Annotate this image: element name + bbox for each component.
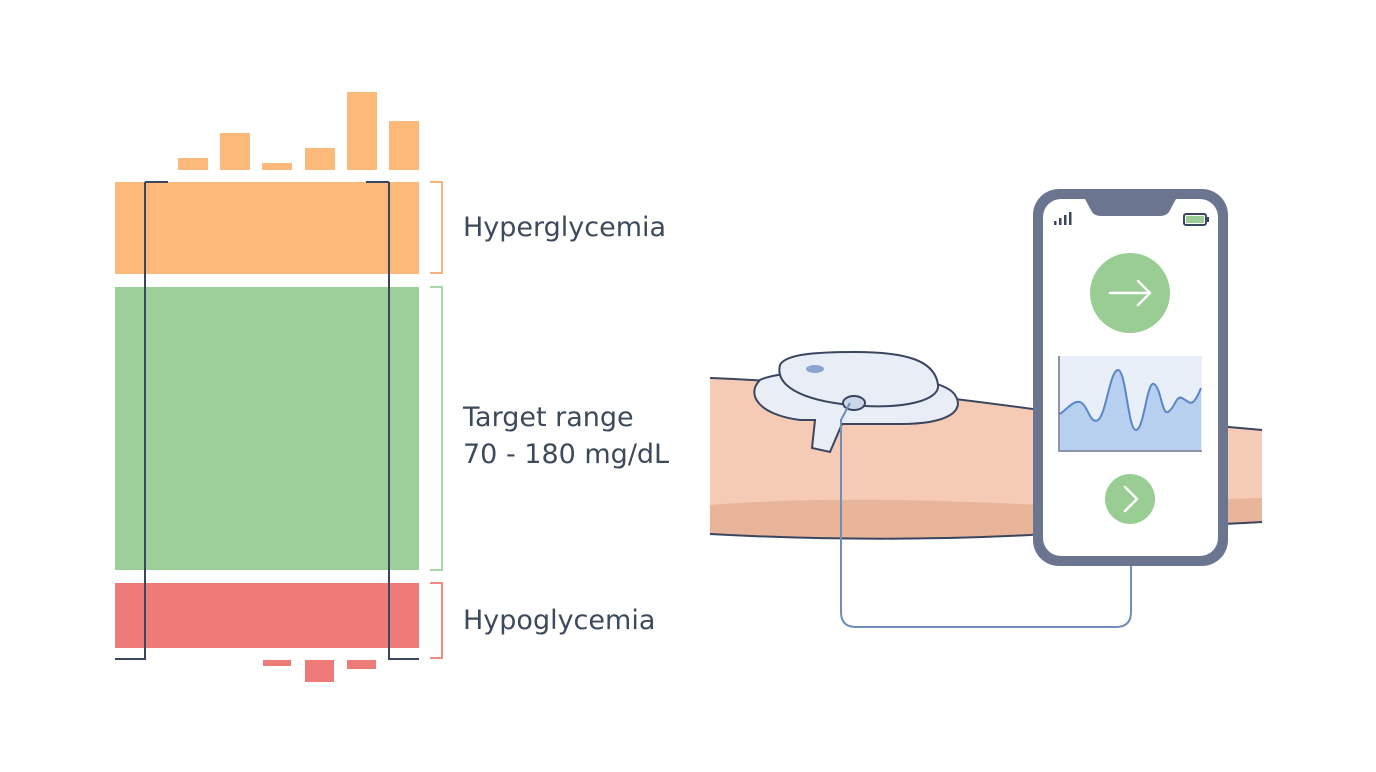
low-excursion-bar-2 [305, 660, 334, 682]
high-excursion-bar-6 [389, 121, 419, 170]
graph-line [1059, 368, 1202, 432]
signal-icon [1054, 212, 1072, 225]
range-outline-left [115, 181, 168, 660]
target-range-label: Target range [463, 402, 634, 433]
sensor-connection-wire [840, 402, 1132, 628]
low-excursion-bar-3 [347, 660, 376, 669]
phone-notch [1085, 199, 1176, 216]
smartphone [1033, 189, 1228, 566]
sensor-led [806, 365, 824, 373]
graph-axes [1058, 356, 1202, 452]
chevron-right-icon[interactable] [1105, 474, 1155, 524]
high-excursion-bar-4 [305, 148, 335, 170]
graph-area [1060, 370, 1201, 450]
hypoglycemia-zone [115, 583, 419, 648]
battery-icon [1183, 213, 1209, 226]
glucose-trend-graph [1058, 356, 1202, 452]
hypoglycemia-bracket [430, 582, 443, 659]
hypoglycemia-label: Hypoglycemia [463, 605, 656, 636]
high-excursion-bars [178, 92, 419, 170]
high-excursion-bar-2 [220, 133, 250, 170]
high-excursion-bar-3 [262, 163, 292, 170]
low-excursion-bar-1 [263, 660, 291, 666]
target-range-zone [115, 287, 419, 570]
arrow-right-glyph [1108, 279, 1152, 307]
hyperglycemia-bracket [430, 181, 443, 274]
hyperglycemia-label: Hyperglycemia [463, 212, 667, 243]
cgm-illustration [709, 189, 1263, 628]
chevron-right-glyph [1123, 485, 1139, 513]
high-excursion-bar-5 [347, 92, 377, 170]
hyperglycemia-zone [115, 182, 419, 274]
low-excursion-bars [263, 660, 376, 682]
target-range-bracket [430, 286, 443, 571]
target-range-values: 70 - 180 mg/dL [463, 439, 670, 470]
range-outline-right [366, 181, 419, 660]
glucose-range-chart [115, 92, 443, 682]
high-excursion-bar-1 [178, 158, 208, 170]
